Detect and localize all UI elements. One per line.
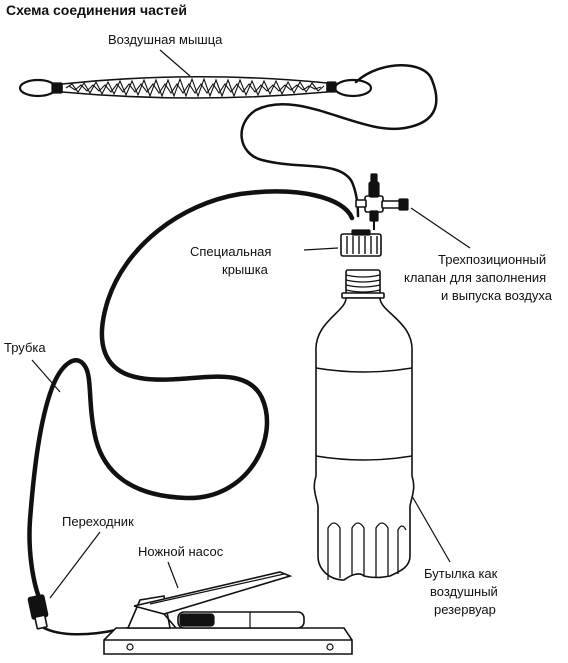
bottle xyxy=(313,269,415,581)
valve-label-line3: и выпуска воздуха xyxy=(441,288,553,303)
tube-leader xyxy=(31,359,61,393)
valve-label-line2: клапан для заполнения xyxy=(404,270,546,285)
bottle-label-line2: воздушный xyxy=(430,584,498,599)
cap-label-line2: крышка xyxy=(222,262,269,277)
cap-label-line1: Специальная xyxy=(190,244,271,259)
three-way-valve xyxy=(355,173,409,230)
air-muscle xyxy=(18,75,373,99)
air-muscle-leader xyxy=(159,49,191,77)
diagram-title: Схема соединения частей xyxy=(6,2,187,18)
valve-leader xyxy=(410,207,471,249)
tube-label: Трубка xyxy=(4,340,46,355)
adapter-leader xyxy=(49,531,101,599)
bottle-leader xyxy=(411,495,451,563)
long-tube xyxy=(27,189,355,603)
foot-pump-leader xyxy=(167,561,179,589)
valve-label-line1: Трехпозиционный xyxy=(438,252,546,267)
special-cap xyxy=(340,229,382,257)
muscle-tube xyxy=(240,64,438,218)
bottle-label-line1: Бутылка как xyxy=(424,566,498,581)
foot-pump xyxy=(103,571,353,655)
foot-pump-label: Ножной насос xyxy=(138,544,224,559)
adapter-label: Переходник xyxy=(62,514,134,529)
air-muscle-label: Воздушная мышца xyxy=(108,32,223,47)
cap-leader xyxy=(303,247,339,251)
bottle-label-line3: резервуар xyxy=(434,602,496,617)
